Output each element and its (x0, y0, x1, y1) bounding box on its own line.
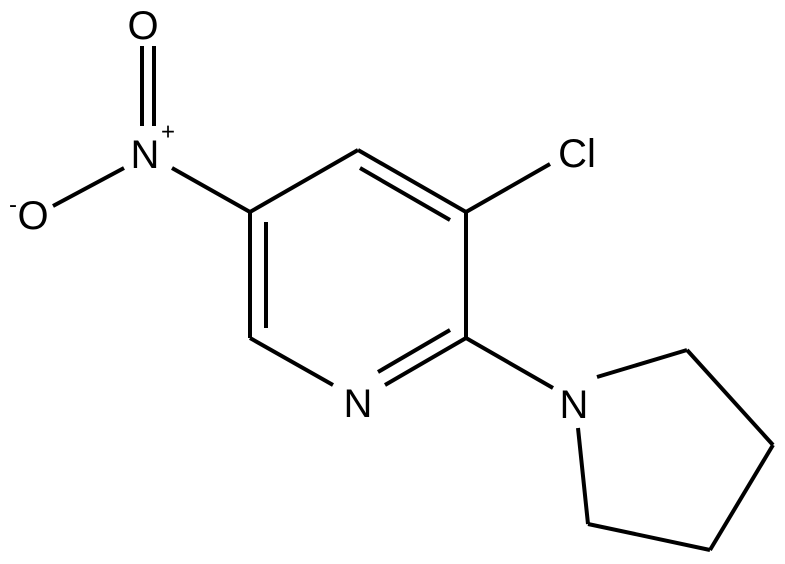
atom-oxygen-top: O (127, 4, 158, 48)
bond-c3-cl (465, 162, 551, 214)
bond-c2-pyrrolidine-n (465, 336, 554, 390)
bond-pyrrolidine-c5p-n (576, 427, 590, 525)
charge-plus: + (161, 119, 175, 146)
bond-c2-n1-inner (376, 328, 452, 374)
charge-minus: - (9, 192, 17, 219)
bond-n-o-single (52, 166, 125, 208)
bond-c5-c4 (249, 148, 359, 214)
atom-oxygen-anion: O (17, 194, 48, 238)
atom-pyrrolidine-nitrogen: N (560, 383, 589, 427)
bond-nitro-ring (171, 166, 251, 214)
bond-c4-c3-inner (358, 166, 452, 222)
bond-pyrrolidine-c2p-c3p (685, 348, 775, 447)
bond-pyrrolidine-n-c2p (596, 348, 688, 379)
bond-pyrrolidine-c4p-c5p (587, 522, 711, 552)
bond-c2-n1 (383, 336, 468, 387)
bond-n1-c6 (249, 336, 334, 387)
atom-chlorine: Cl (558, 132, 596, 176)
bond-c4-c3 (357, 148, 467, 214)
atom-pyridine-nitrogen: N (344, 382, 373, 426)
atom-nitro-nitrogen: N (131, 133, 160, 177)
bond-pyrrolidine-c3p-c4p (708, 443, 775, 552)
